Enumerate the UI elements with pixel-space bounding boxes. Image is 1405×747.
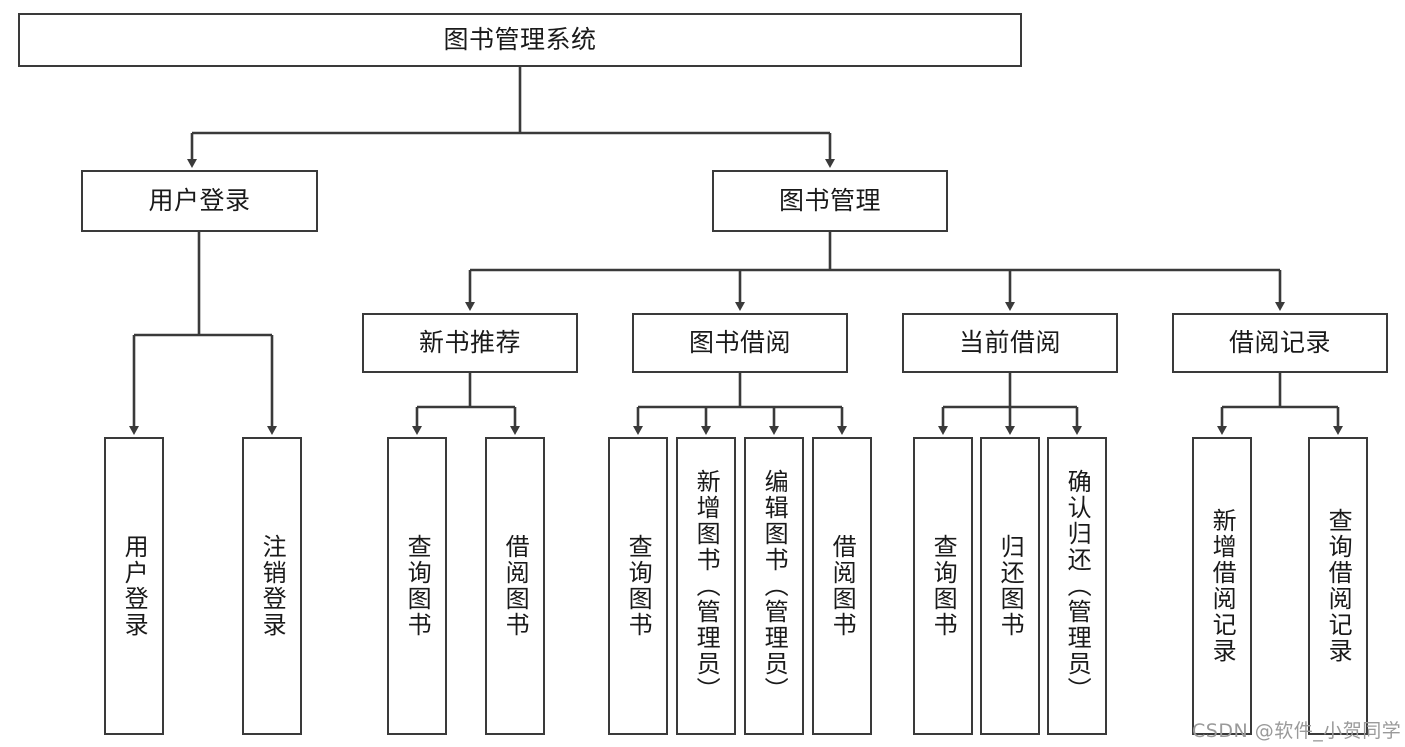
node-label: 图书管理	[778, 186, 881, 216]
node-label: 归还图书	[996, 534, 1025, 638]
node-leaf-query-borrow-record[interactable]: 查询借阅记录	[1308, 437, 1368, 735]
node-leaf-query-book-borrow[interactable]: 查询图书	[608, 437, 668, 735]
watermark-text: CSDN @软件_小贺同学	[1192, 720, 1402, 742]
node-leaf-query-book-current[interactable]: 查询图书	[913, 437, 973, 735]
node-label: 查询图书	[624, 534, 653, 638]
node-leaf-confirm-return-admin[interactable]: 确认归还（管理员）	[1047, 437, 1107, 735]
node-leaf-user-login[interactable]: 用户登录	[104, 437, 164, 735]
node-label: 图书管理系统	[443, 25, 597, 55]
node-label: 新增图书（管理员）	[692, 469, 721, 703]
node-user-login[interactable]: 用户登录	[81, 170, 318, 232]
node-label: 借阅图书	[501, 534, 530, 638]
node-label: 注销登录	[258, 534, 287, 638]
node-leaf-add-borrow-record[interactable]: 新增借阅记录	[1192, 437, 1252, 735]
node-label: 编辑图书（管理员）	[760, 469, 789, 703]
node-label: 新增借阅记录	[1208, 508, 1237, 664]
node-label: 确认归还（管理员）	[1063, 469, 1092, 703]
node-label: 当前借阅	[958, 328, 1061, 358]
node-label: 借阅记录	[1228, 328, 1331, 358]
node-borrow-record[interactable]: 借阅记录	[1172, 313, 1388, 373]
node-book-management[interactable]: 图书管理	[712, 170, 948, 232]
node-label: 用户登录	[120, 534, 149, 638]
node-leaf-borrow-book-new[interactable]: 借阅图书	[485, 437, 545, 735]
node-leaf-return-book[interactable]: 归还图书	[980, 437, 1040, 735]
node-label: 新书推荐	[418, 328, 521, 358]
node-book-borrow[interactable]: 图书借阅	[632, 313, 848, 373]
node-label: 查询借阅记录	[1324, 508, 1353, 664]
node-leaf-query-book-new[interactable]: 查询图书	[387, 437, 447, 735]
node-label: 用户登录	[148, 186, 251, 216]
node-label: 查询图书	[403, 534, 432, 638]
node-leaf-logout[interactable]: 注销登录	[242, 437, 302, 735]
node-label: 查询图书	[929, 534, 958, 638]
node-current-borrow[interactable]: 当前借阅	[902, 313, 1118, 373]
node-root-book-management-system[interactable]: 图书管理系统	[18, 13, 1022, 67]
node-label: 图书借阅	[688, 328, 791, 358]
node-new-book-recommend[interactable]: 新书推荐	[362, 313, 578, 373]
node-leaf-borrow-book[interactable]: 借阅图书	[812, 437, 872, 735]
node-leaf-edit-book-admin[interactable]: 编辑图书（管理员）	[744, 437, 804, 735]
node-leaf-add-book-admin[interactable]: 新增图书（管理员）	[676, 437, 736, 735]
node-label: 借阅图书	[828, 534, 857, 638]
